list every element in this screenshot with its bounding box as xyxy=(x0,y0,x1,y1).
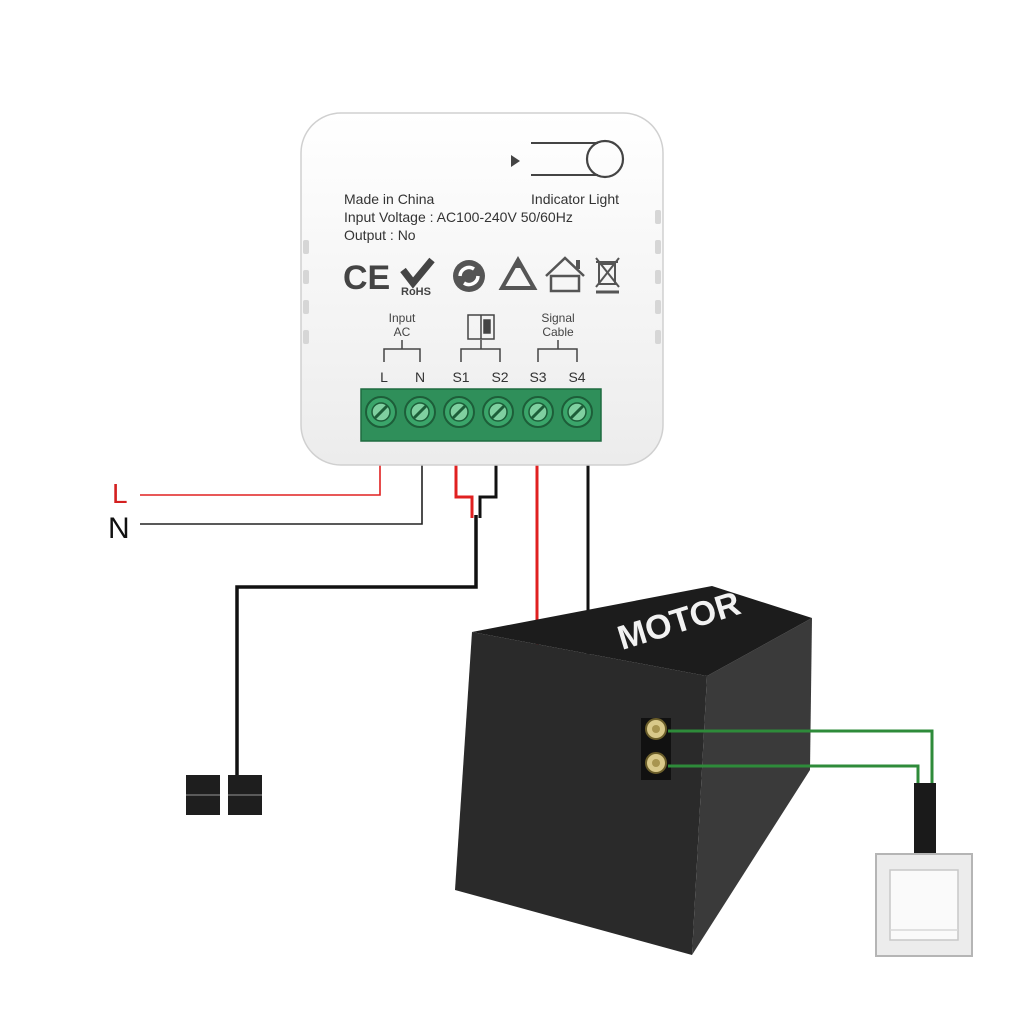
motor-terminal xyxy=(641,718,671,780)
neutral-label: N xyxy=(108,512,130,545)
made-in-label: Made in China xyxy=(344,191,434,207)
terminal-block xyxy=(360,388,602,442)
input-ac-label-1: Input xyxy=(389,311,416,325)
motor-front-face xyxy=(455,632,707,955)
input-ac-label-2: AC xyxy=(394,325,411,339)
terminal-label-s4: S4 xyxy=(568,369,585,385)
terminal-screw-n xyxy=(404,396,436,428)
module-body xyxy=(300,112,664,466)
terminal-screw-s2 xyxy=(482,396,514,428)
module-vents xyxy=(303,210,661,344)
recycle-icon xyxy=(498,255,538,290)
indicator-light-icon xyxy=(511,139,625,179)
indicator-light-label: Indicator Light xyxy=(531,191,619,207)
ce-icon: CE xyxy=(343,259,390,297)
terminal-label-s3: S3 xyxy=(529,369,546,385)
terminal-screw-s1 xyxy=(443,396,475,428)
smart-module: Made in China Indicator Light Input Volt… xyxy=(300,112,664,466)
sensor-group-icon xyxy=(467,314,495,340)
switch-cable xyxy=(914,783,936,855)
signal-cable-label-2: Cable xyxy=(542,325,574,339)
neutral-wire xyxy=(140,460,423,525)
input-voltage-label: Input Voltage : AC100-240V 50/60Hz xyxy=(344,209,573,225)
svg-text:RoHS: RoHS xyxy=(401,286,431,298)
door-sensor xyxy=(186,775,262,815)
house-icon xyxy=(545,256,585,293)
terminal-label-n: N xyxy=(415,369,425,385)
terminal-brackets xyxy=(383,340,578,362)
output-label: Output : No xyxy=(344,227,416,243)
rohs-icon: RoHS xyxy=(400,257,435,298)
live-label: L xyxy=(112,478,128,509)
live-wire xyxy=(140,460,381,496)
switch-wires xyxy=(668,729,936,855)
terminal-screw-l xyxy=(365,396,397,428)
terminal-label-s2: S2 xyxy=(491,369,508,385)
motor-top-face xyxy=(472,586,812,676)
terminal-label-l: L xyxy=(380,369,388,385)
wall-switch xyxy=(875,853,973,957)
motor: MOTOR xyxy=(455,584,812,955)
signal-cable-label-1: Signal xyxy=(541,311,574,325)
terminal-screw-s4 xyxy=(561,396,593,428)
wall-switch-rocker xyxy=(889,869,959,941)
motor-side-face xyxy=(692,618,812,955)
terminal-label-s1: S1 xyxy=(452,369,469,385)
svg-text:CE: CE xyxy=(343,259,390,297)
door-sensor-wires xyxy=(235,460,498,775)
weee-bin-icon xyxy=(595,257,620,294)
green-dot-icon xyxy=(453,260,485,292)
terminal-screw-s3 xyxy=(522,396,554,428)
